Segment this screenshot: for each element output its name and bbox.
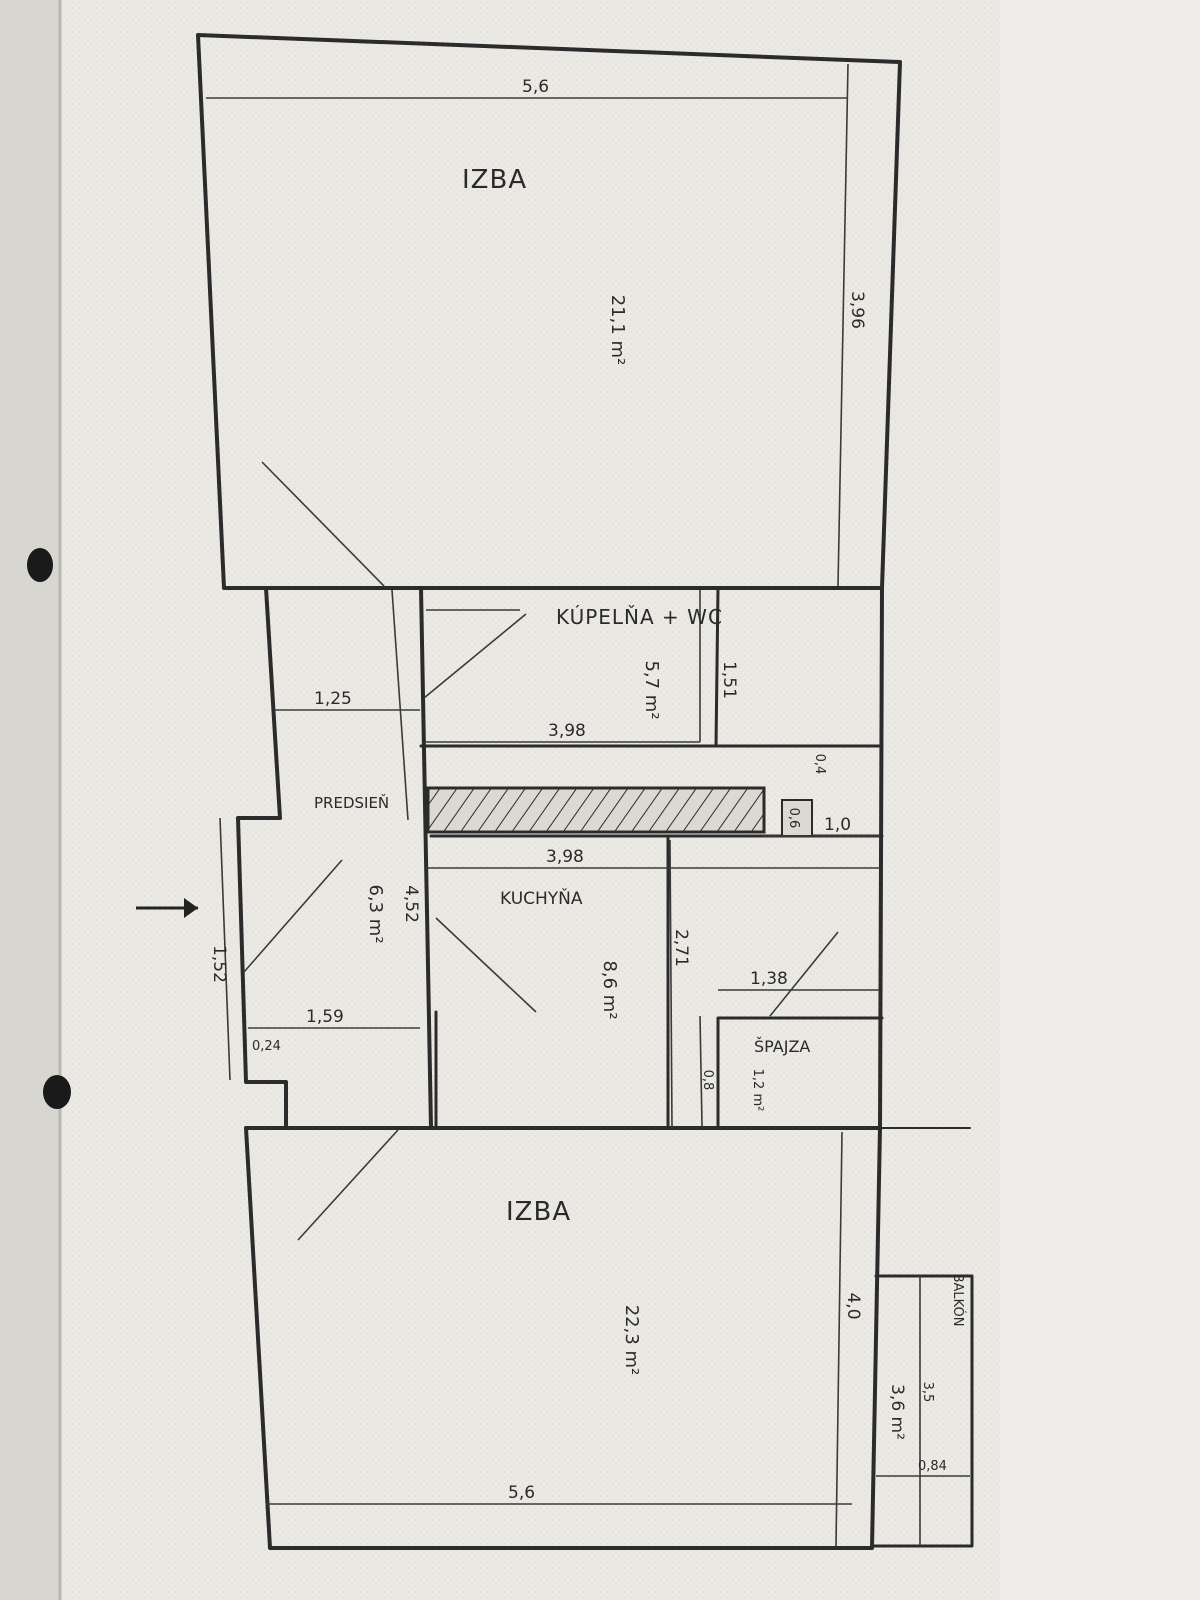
- shaft-box: [781, 799, 813, 837]
- door-swings: [243, 461, 839, 1241]
- dim-wall-small: 0,24: [252, 1039, 281, 1054]
- bathroom-name: KÚPELŇA + WC: [556, 605, 723, 629]
- dim-hall-length: 4,52: [401, 885, 421, 923]
- dim-bottom-depth: 4,0: [843, 1292, 863, 1319]
- hallway-name: PREDSIEŇ: [314, 793, 389, 812]
- balcony-area: 3,6 m²: [887, 1384, 907, 1440]
- dim-entry-width: 1,52: [209, 945, 229, 983]
- paper-right-bleed: [1000, 0, 1200, 1600]
- kitchen-name: KUCHYŇA: [500, 887, 583, 909]
- dim-bath-width: 3,98: [548, 721, 586, 741]
- room-bottom-name: IZBA: [506, 1197, 571, 1227]
- dim-shaft-h: 0,4: [812, 754, 827, 775]
- dim-bath-depth: 1,51: [719, 661, 739, 699]
- dim-balcony-length: 3,5: [920, 1382, 935, 1403]
- kitchen-area: 8,6 m²: [599, 960, 620, 1019]
- dim-pantry-width: 1,38: [750, 969, 788, 989]
- dim-pantry-depth: 0,8: [700, 1070, 715, 1091]
- pantry-area: 1,2 m²: [750, 1069, 765, 1112]
- binder-hole-icon: [27, 548, 71, 1109]
- balcony-name: BALKÓN: [950, 1274, 966, 1327]
- room-top-name: IZBA: [462, 165, 527, 195]
- dim-top-depth: 3,96: [847, 291, 867, 329]
- chimney-hatch: [426, 786, 766, 834]
- hallway-area: 6,3 m²: [365, 884, 386, 943]
- dim-balcony-depth: 0,84: [918, 1459, 947, 1474]
- dim-shaft-a: 0,6: [786, 808, 801, 829]
- bathroom-area: 5,7 m²: [641, 660, 662, 719]
- dim-kitchen-depth: 2,71: [671, 929, 691, 967]
- pantry-name: ŠPAJZA: [754, 1037, 810, 1056]
- dim-hall-lower-width: 1,59: [306, 1007, 344, 1027]
- dim-kitchen-width: 3,98: [546, 847, 584, 867]
- entry-arrow-icon: [136, 898, 198, 918]
- dim-top-width: 5,6: [522, 77, 549, 97]
- room-bottom-area: 22,3 m²: [621, 1305, 642, 1376]
- room-top-area: 21,1 m²: [607, 295, 628, 366]
- dimension-lines: [206, 63, 970, 1547]
- dim-bottom-width: 5,6: [508, 1483, 535, 1503]
- dim-hall-width: 1,25: [314, 689, 352, 709]
- dim-shaft-w: 1,0: [824, 815, 851, 835]
